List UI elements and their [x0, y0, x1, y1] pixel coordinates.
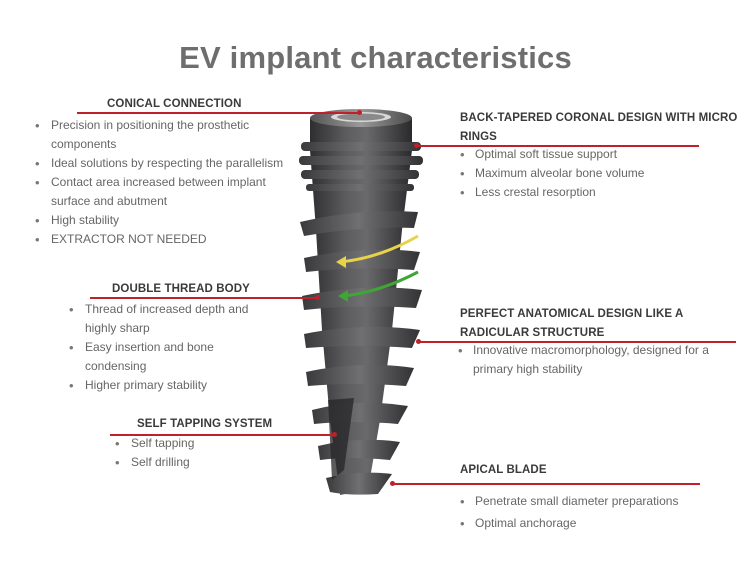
list-apical-blade: Penetrate small diameter preparations Op… [460, 492, 720, 533]
heading-apical-blade: APICAL BLADE [460, 464, 547, 476]
list-item: Contact area increased between implant s… [35, 173, 285, 211]
list-back-tapered-coronal-design: Optimal soft tissue support Maximum alve… [460, 145, 720, 202]
list-item: Innovative macromorphology, designed for… [458, 341, 728, 379]
list-item: Easy insertion and bone condensing [69, 338, 249, 376]
list-conical-connection: Precision in positioning the prosthetic … [35, 116, 285, 249]
list-item: Less crestal resorption [460, 183, 720, 202]
heading-double-thread-body: DOUBLE THREAD BODY [112, 283, 250, 295]
list-item: Precision in positioning the prosthetic … [35, 116, 285, 154]
list-item: Higher primary stability [69, 376, 249, 395]
heading-perfect-anatomical-design: PERFECT ANATOMICAL DESIGN LIKE A RADICUL… [460, 308, 683, 339]
leader-dot-anatomical [416, 339, 421, 344]
rotation-arrow-icon [336, 234, 419, 302]
list-item: Self tapping [115, 434, 275, 453]
heading-conical-connection: CONICAL CONNECTION [107, 98, 242, 110]
leader-dot-conical [357, 110, 362, 115]
list-self-tapping-system: Self tapping Self drilling [115, 434, 275, 472]
list-item: Maximum alveolar bone volume [460, 164, 720, 183]
diagram-title: EV implant characteristics [179, 40, 572, 75]
leader-dot-back-tapered [414, 143, 419, 148]
leader-dot-apical [390, 481, 395, 486]
list-item: Self drilling [115, 453, 275, 472]
heading-self-tapping-system: SELF TAPPING SYSTEM [137, 418, 273, 430]
list-item: Optimal anchorage [460, 514, 720, 533]
list-item: Penetrate small diameter preparations [460, 492, 720, 511]
list-item: Ideal solutions by respecting the parall… [35, 154, 285, 173]
list-item: Thread of increased depth and highly sha… [69, 300, 249, 338]
leader-line-double-thread [90, 297, 318, 299]
leader-line-conical [77, 112, 360, 114]
leader-line-apical [392, 483, 700, 485]
list-item: EXTRACTOR NOT NEEDED [35, 230, 285, 249]
leader-dot-self-tapping [332, 432, 337, 437]
list-perfect-anatomical-design: Innovative macromorphology, designed for… [458, 341, 728, 379]
list-double-thread-body: Thread of increased depth and highly sha… [69, 300, 249, 395]
heading-back-tapered-coronal-design: BACK-TAPERED CORONAL DESIGN WITH MICRO R… [460, 112, 738, 143]
list-item: High stability [35, 211, 285, 230]
leader-dot-double-thread [315, 295, 320, 300]
list-item: Optimal soft tissue support [460, 145, 720, 164]
